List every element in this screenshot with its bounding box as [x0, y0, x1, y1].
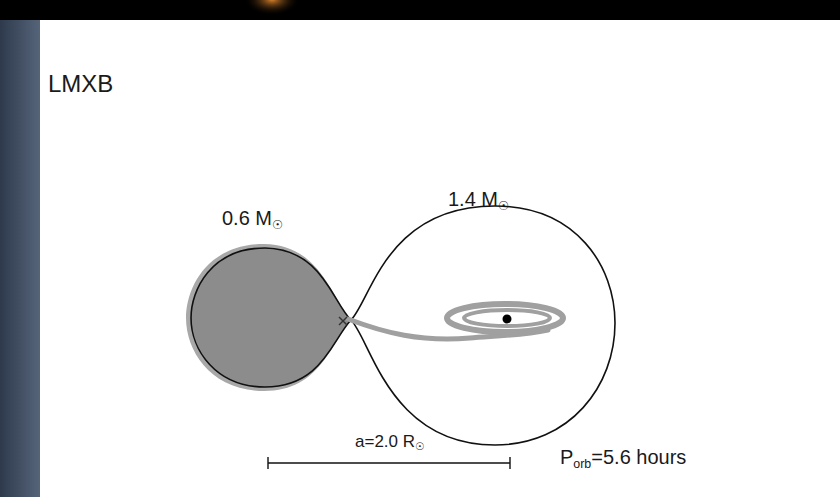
separation-label: a=2.0 R☉: [355, 432, 424, 452]
accretion-disk: [447, 304, 563, 332]
label-text: =5.6 hours: [591, 446, 686, 468]
neutron-star: [503, 315, 512, 324]
label-text: P: [560, 446, 573, 468]
subscript-text: orb: [573, 457, 591, 471]
label-text: a=2.0 R: [355, 432, 415, 451]
accretion-disk-inner: [464, 310, 550, 326]
centre-of-mass-mark: [339, 317, 347, 325]
accretor-mass: 1.4 M☉: [448, 188, 509, 213]
donor-halo: [186, 244, 351, 391]
label-text: LMXB: [48, 70, 113, 97]
label-text: 1.4 M: [448, 188, 498, 210]
side-band: [0, 0, 40, 497]
subscript-text: ☉: [498, 199, 509, 213]
subscript-text: ☉: [415, 440, 424, 452]
accretor-roche-lobe: [351, 206, 615, 445]
donor-mass: 0.6 M☉: [222, 207, 283, 232]
label-text: 0.6 M: [222, 207, 272, 229]
separation-scale-bar: [268, 457, 510, 469]
donor-roche-lobe: [191, 248, 351, 387]
system-type: LMXB: [48, 70, 113, 98]
top-band: [0, 0, 840, 20]
subscript-text: ☉: [272, 218, 283, 232]
top-glow: [244, 0, 300, 22]
orbital-period: Porb=5.6 hours: [560, 446, 686, 471]
